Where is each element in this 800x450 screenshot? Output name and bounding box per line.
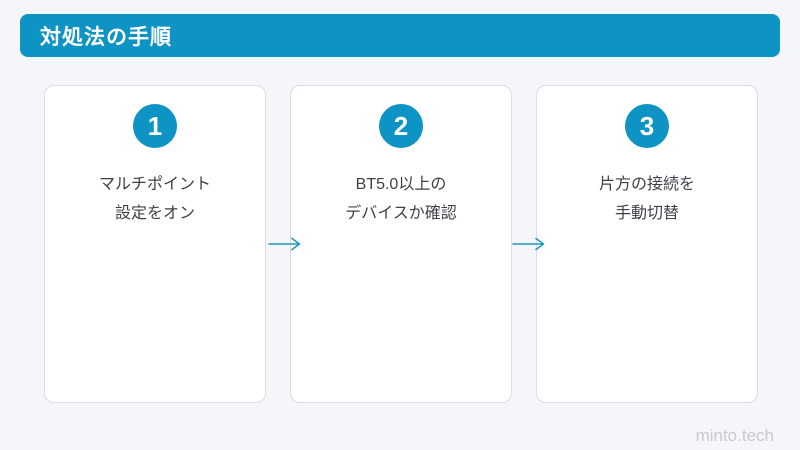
step-line: デバイスか確認 [345, 205, 457, 222]
step-card-2: 2 BT5.0以上の デバイスか確認 [290, 85, 512, 403]
steps-flow: 1 マルチポイント 設定をオン 2 BT5.0以上の デバイスか確認 3 片方の… [44, 85, 758, 403]
step-line: 手動切替 [614, 205, 679, 222]
step-number-badge: 3 [625, 104, 669, 148]
step-description: BT5.0以上の デバイスか確認 [345, 170, 457, 228]
step-description: マルチポイント 設定をオン [99, 170, 211, 228]
site-watermark: minto.tech [695, 426, 774, 445]
page-title: 対処法の手順 [40, 25, 172, 49]
step-description: 片方の接続を 手動切替 [599, 170, 695, 228]
step-line: 片方の接続を [598, 176, 695, 193]
step-number-badge: 1 [133, 104, 177, 148]
arrow-right-icon [512, 236, 546, 252]
page-title-bar: 対処法の手順 [20, 14, 780, 57]
step-line: BT5.0以上の [355, 176, 447, 193]
step-line: 設定をオン [114, 205, 195, 222]
arrow-right-icon [268, 236, 302, 252]
step-card-1: 1 マルチポイント 設定をオン [44, 85, 266, 403]
step-number: 2 [393, 110, 409, 141]
step-card-3: 3 片方の接続を 手動切替 [536, 85, 758, 403]
step-number: 3 [639, 110, 655, 141]
step-line: マルチポイント [98, 176, 211, 193]
step-number: 1 [147, 110, 163, 141]
step-number-badge: 2 [379, 104, 423, 148]
